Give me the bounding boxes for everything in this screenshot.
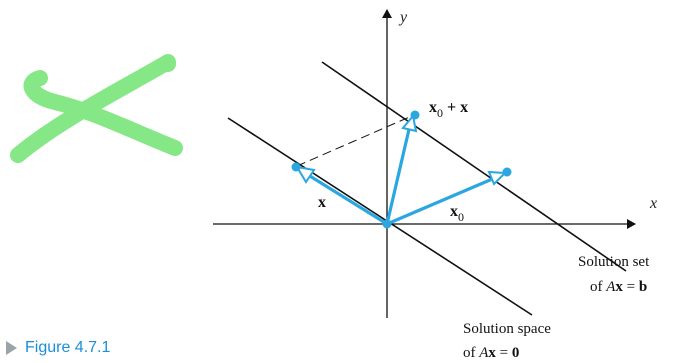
highlighter-x-mark: [10, 54, 183, 163]
vector-x0-plus-x: [385, 113, 418, 225]
figure-caption: Figure 4.7.1: [6, 339, 110, 357]
x-axis-label: x: [649, 195, 657, 212]
vector-x0-plus-x-label: x0 + x: [429, 99, 468, 120]
solution-set-caption: Solution set of Ax = b: [578, 254, 650, 295]
dashed-connector: [296, 114, 415, 167]
vector-x0: [386, 170, 508, 226]
figure-caption-text: Figure 4.7.1: [25, 339, 111, 356]
solution-space-line: [227, 117, 533, 316]
origin-point: [382, 219, 392, 229]
svg-text:Solution set: Solution set: [578, 254, 650, 270]
solution-space-caption: Solution space of Ax = 0: [463, 321, 551, 361]
solution-set-line: [321, 61, 627, 272]
point-x0: [502, 167, 512, 177]
triangle-right-icon: [6, 341, 17, 355]
y-axis-label: y: [398, 9, 408, 26]
vector-x0-label: x0: [450, 203, 464, 224]
point-x0-plus-x: [410, 110, 420, 120]
svg-text:of Ax = 0: of Ax = 0: [463, 345, 519, 361]
svg-text:Solution space: Solution space: [463, 321, 551, 337]
point-x: [291, 162, 301, 172]
vector-x-label: x: [318, 194, 326, 211]
svg-text:of Ax = b: of Ax = b: [590, 279, 647, 295]
vector-x: [295, 165, 388, 226]
